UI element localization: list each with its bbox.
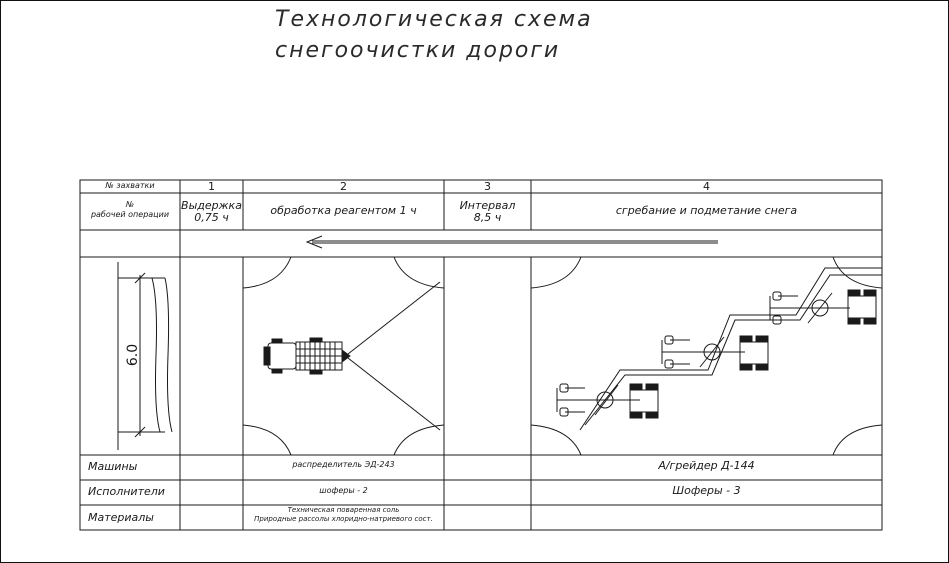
header-zahvatka: № захватки bbox=[105, 181, 155, 190]
header-materials: Материалы bbox=[88, 511, 154, 524]
table-grid bbox=[79, 179, 883, 531]
spreader-truck bbox=[263, 337, 351, 375]
motor-grader-3 bbox=[769, 289, 877, 325]
col-number-4: 4 bbox=[703, 180, 710, 193]
operation-col1: Выдержка 0,75 ч bbox=[181, 199, 242, 224]
road-width-label: 6.0 bbox=[125, 344, 141, 366]
operation-col3: Интервал 8,5 ч bbox=[459, 199, 516, 224]
materials-col2-line1: Техническая поваренная соль bbox=[287, 506, 400, 514]
direction-arrow bbox=[305, 235, 718, 249]
col-number-2: 2 bbox=[340, 180, 347, 193]
header-operation: № рабочей операции bbox=[90, 200, 170, 219]
col-number-3: 3 bbox=[484, 180, 491, 193]
header-machines: Машины bbox=[88, 460, 138, 473]
operation-col4: сгребание и подметание снега bbox=[615, 204, 798, 217]
motor-grader-1 bbox=[556, 383, 659, 419]
road-corners-col4 bbox=[530, 256, 883, 456]
operation-col2: обработка реагентом 1 ч bbox=[270, 204, 417, 217]
machines-col2: распределитель ЭД-243 bbox=[292, 460, 395, 469]
performers-col2: шоферы - 2 bbox=[319, 486, 368, 495]
snow-windrow bbox=[579, 267, 882, 431]
spray-fan bbox=[347, 281, 441, 431]
road-width-dimension bbox=[117, 262, 173, 450]
performers-col4: Шоферы - 3 bbox=[672, 484, 741, 497]
diagram-title-line-1: Технологическая схема bbox=[275, 7, 593, 32]
materials-col2-line2: Природные рассолы хлоридно-натриевого со… bbox=[254, 515, 433, 523]
motor-grader-2 bbox=[661, 335, 769, 371]
machines-col4: А/грейдер Д-144 bbox=[658, 459, 755, 472]
road-corners-col2 bbox=[242, 256, 445, 456]
header-performers: Исполнители bbox=[88, 485, 165, 498]
diagram-title-line-2: снегоочистки дороги bbox=[275, 38, 561, 63]
col-number-1: 1 bbox=[208, 180, 215, 193]
